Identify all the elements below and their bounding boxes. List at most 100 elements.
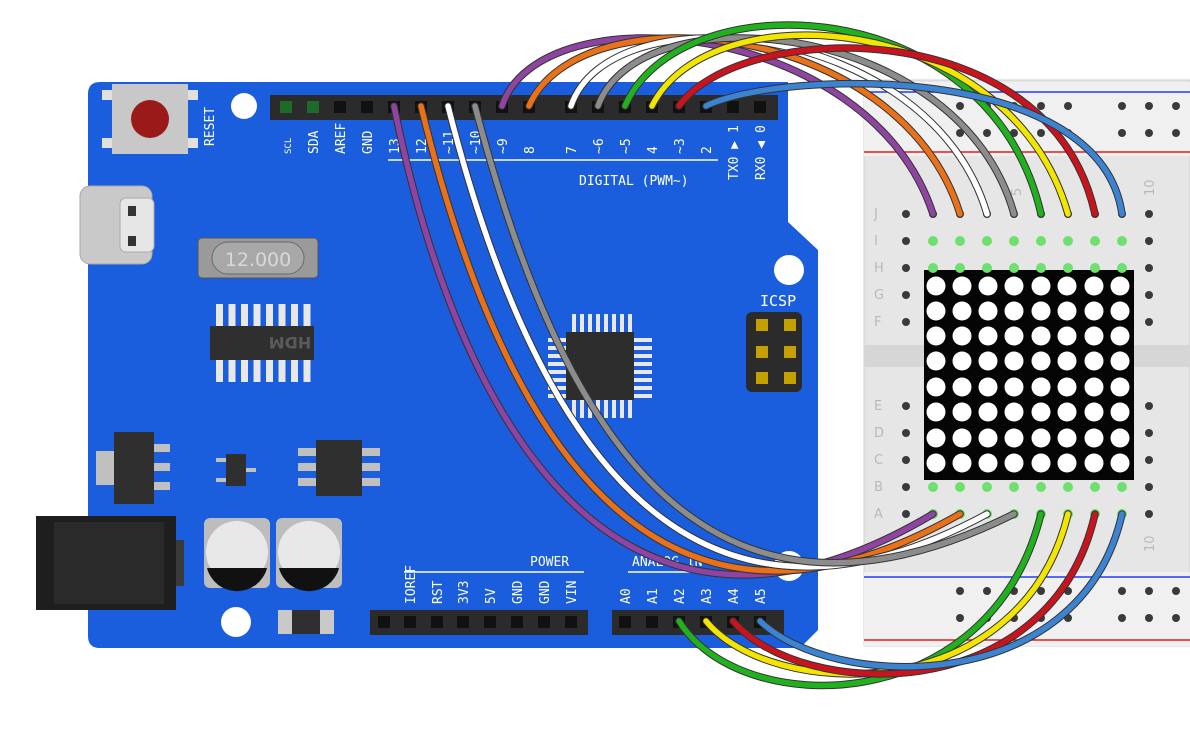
column-label-5: 5 — [1010, 188, 1025, 196]
breadboard-hole[interactable] — [1145, 291, 1153, 299]
breadboard-hole[interactable] — [902, 510, 910, 518]
rail-hole[interactable] — [983, 587, 991, 595]
breadboard-hole[interactable] — [1145, 210, 1153, 218]
rail-hole[interactable] — [1064, 102, 1072, 110]
rail-hole[interactable] — [1172, 129, 1180, 137]
breadboard-hole[interactable] — [902, 291, 910, 299]
led-dot — [952, 351, 972, 371]
rail-hole[interactable] — [1145, 102, 1153, 110]
led-dot — [1110, 453, 1130, 473]
breadboard-hole[interactable] — [902, 429, 910, 437]
breadboard-hole[interactable] — [1145, 483, 1153, 491]
breadboard-hole[interactable] — [1145, 510, 1153, 518]
power-header[interactable] — [370, 610, 588, 635]
capacitor — [204, 518, 270, 592]
icsp-pin[interactable] — [756, 319, 768, 331]
breadboard-hole[interactable] — [1145, 402, 1153, 410]
rail-hole[interactable] — [1118, 587, 1126, 595]
icsp-pin[interactable] — [784, 372, 796, 384]
led-matrix-8x8 — [924, 236, 1134, 519]
breadboard-hole[interactable] — [902, 264, 910, 272]
led-dot — [952, 428, 972, 448]
breadboard-hole[interactable] — [1145, 429, 1153, 437]
rail-hole[interactable] — [1037, 102, 1045, 110]
mcu-pin — [548, 362, 568, 366]
breadboard-hole[interactable] — [902, 318, 910, 326]
led-dot — [978, 377, 998, 397]
led-dot — [1084, 453, 1104, 473]
breadboard-hole[interactable] — [902, 402, 910, 410]
rail-hole[interactable] — [956, 102, 964, 110]
reset-button[interactable] — [102, 84, 198, 154]
rail-hole[interactable] — [1118, 102, 1126, 110]
breadboard-hole[interactable] — [902, 210, 910, 218]
breadboard-hole[interactable] — [902, 456, 910, 464]
rail-hole[interactable] — [1172, 614, 1180, 622]
mcu-pin — [572, 398, 576, 418]
led-dot — [1057, 402, 1077, 422]
header-pin[interactable] — [565, 616, 577, 628]
rail-hole[interactable] — [1118, 129, 1126, 137]
rail-hole[interactable] — [1145, 614, 1153, 622]
breadboard-hole[interactable] — [1145, 456, 1153, 464]
header-pin[interactable] — [646, 616, 658, 628]
row-letter-b: B — [874, 480, 883, 495]
breadboard-hole[interactable] — [1145, 237, 1153, 245]
header-pin[interactable] — [727, 101, 739, 113]
rail-hole[interactable] — [1145, 129, 1153, 137]
rail-hole[interactable] — [1037, 129, 1045, 137]
breadboard-hole[interactable] — [902, 483, 910, 491]
header-pin[interactable] — [754, 101, 766, 113]
header-pin[interactable] — [361, 101, 373, 113]
header-pin[interactable] — [484, 616, 496, 628]
header-pin[interactable] — [307, 101, 319, 113]
icsp-pin[interactable] — [784, 346, 796, 358]
rail-hole[interactable] — [983, 129, 991, 137]
matrix-pin — [1009, 236, 1019, 246]
rail-hole[interactable] — [1172, 587, 1180, 595]
led-dot — [1110, 301, 1130, 321]
rail-hole[interactable] — [956, 129, 964, 137]
mount-hole — [221, 607, 251, 637]
rail-hole[interactable] — [956, 587, 964, 595]
header-pin[interactable] — [538, 616, 550, 628]
dc-power-jack[interactable] — [36, 516, 184, 610]
rail-hole[interactable] — [1118, 614, 1126, 622]
header-pin[interactable] — [404, 616, 416, 628]
led-dot — [1057, 377, 1077, 397]
usb-c-port[interactable] — [79, 185, 155, 265]
icsp-pin[interactable] — [756, 372, 768, 384]
matrix-pin — [928, 236, 938, 246]
matrix-pin — [982, 263, 992, 273]
header-pin[interactable] — [378, 616, 390, 628]
rail-hole[interactable] — [1145, 587, 1153, 595]
header-pin[interactable] — [280, 101, 292, 113]
breadboard-hole[interactable] — [1145, 318, 1153, 326]
header-pin[interactable] — [619, 616, 631, 628]
wire-green — [622, 22, 1044, 217]
matrix-pin — [1036, 236, 1046, 246]
header-pin[interactable] — [334, 101, 346, 113]
led-dot — [1031, 377, 1051, 397]
led-dot — [1084, 428, 1104, 448]
rail-hole[interactable] — [1037, 587, 1045, 595]
led-dot — [1057, 428, 1077, 448]
icsp-pin[interactable] — [756, 346, 768, 358]
mcu-pin — [604, 398, 608, 418]
breadboard-hole[interactable] — [1145, 264, 1153, 272]
led-dot — [1031, 453, 1051, 473]
header-pin[interactable] — [457, 616, 469, 628]
led-dot — [1031, 276, 1051, 296]
rail-hole[interactable] — [1172, 102, 1180, 110]
led-dot — [1004, 301, 1024, 321]
breadboard-hole[interactable] — [902, 237, 910, 245]
mcu-pin — [548, 354, 568, 358]
icsp-header[interactable] — [746, 312, 802, 392]
led-dot — [926, 402, 946, 422]
header-pin-label: ~9 — [496, 138, 511, 154]
icsp-pin[interactable] — [784, 319, 796, 331]
header-pin[interactable] — [511, 616, 523, 628]
rail-hole[interactable] — [956, 614, 964, 622]
header-pin[interactable] — [431, 616, 443, 628]
wire-blue-bottom — [757, 511, 1125, 670]
